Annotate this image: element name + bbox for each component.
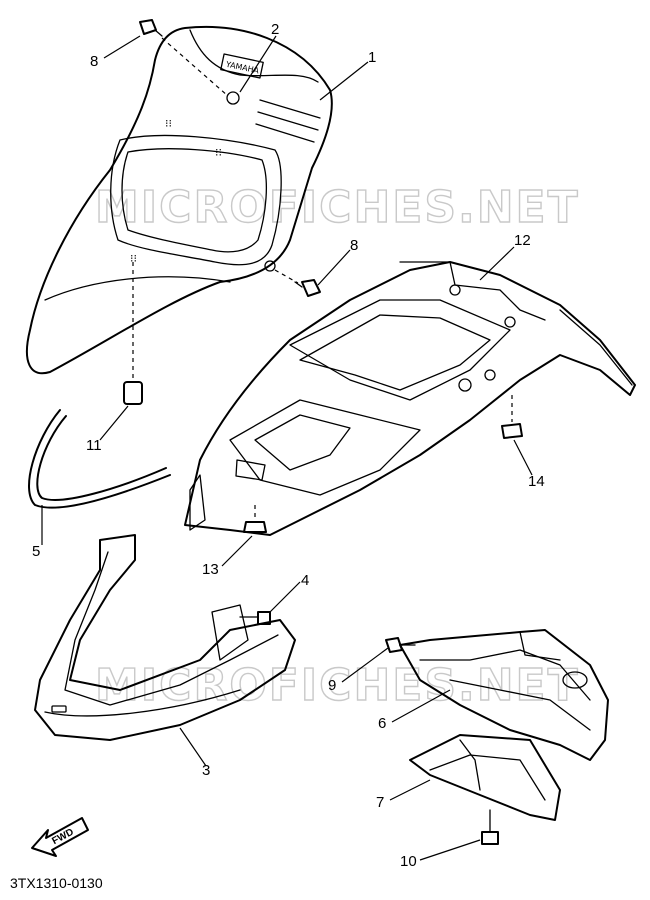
svg-text:⁝⁝: ⁝⁝	[215, 146, 222, 159]
callout-13: 13	[202, 561, 219, 578]
callout-4: 4	[301, 572, 309, 589]
bolt-bracket-part	[481, 809, 499, 845]
bolt-lower-part	[385, 637, 416, 653]
leg-shield-lower-part	[34, 534, 296, 741]
callout-6: 6	[378, 715, 386, 732]
drawing-number: 3TX1310-0130	[10, 875, 103, 891]
callout-12: 12	[514, 232, 531, 249]
nut-14-part	[501, 395, 523, 439]
callout-3: 3	[202, 762, 210, 779]
brand-plate-text: YAMAHA	[224, 60, 260, 76]
svg-text:⁝⁝: ⁝⁝	[165, 117, 172, 130]
nut-13-part	[243, 505, 267, 533]
rear-fender-part	[399, 629, 609, 761]
front-direction-arrow-icon: FWD	[31, 817, 89, 857]
brand-plate	[220, 53, 264, 79]
callout-2: 2	[271, 21, 279, 38]
bolt-upper-part	[139, 19, 229, 97]
callout-9: 9	[328, 677, 336, 694]
callout-7: 7	[376, 794, 384, 811]
callout-1: 1	[368, 49, 376, 66]
fender-bracket-part	[409, 734, 561, 821]
watermark-bottom: MICROFICHES.NET	[95, 660, 580, 711]
callout-11: 11	[86, 437, 102, 454]
svg-text:⁝⁝: ⁝⁝	[130, 252, 137, 265]
screw-part	[239, 611, 271, 625]
callout-14: 14	[528, 473, 545, 490]
callout-8-middle: 8	[350, 237, 358, 254]
seal-strip-part	[28, 409, 171, 509]
callout-10: 10	[400, 853, 417, 870]
bolt-middle-part	[274, 269, 321, 297]
watermark-top: MICROFICHES.NET	[95, 182, 580, 233]
callout-5: 5	[32, 543, 40, 560]
grommet-part	[123, 262, 143, 405]
storage-box-part	[184, 261, 636, 536]
callout-8-top: 8	[90, 53, 98, 70]
